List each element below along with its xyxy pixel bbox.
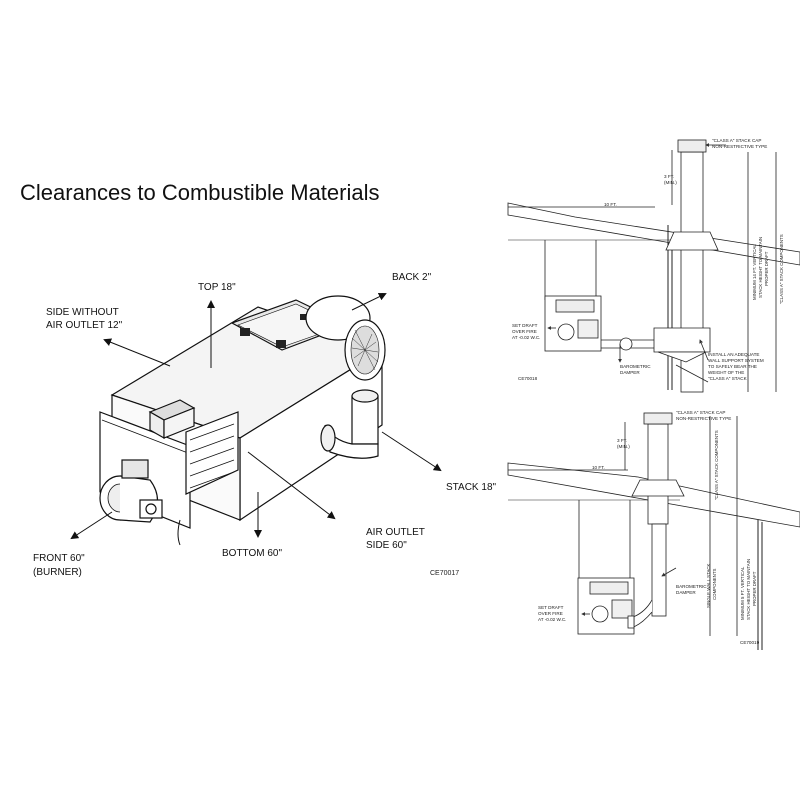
clearance-arrows bbox=[70, 293, 442, 540]
top-stack-cap-label-1: "CLASS A" STACK CAP bbox=[712, 138, 762, 143]
top-barometric-1: BAROMETRIC bbox=[620, 364, 651, 369]
top-height-min: (MIN.) bbox=[664, 180, 677, 185]
oil-burner bbox=[99, 459, 181, 546]
air-outlet-louvers bbox=[185, 411, 239, 495]
top-wall-support-3: TO SAFELY BEAR THE bbox=[708, 364, 757, 369]
top-vertical-stack-2: STACK HEIGHT TO MAINTAIN bbox=[758, 236, 763, 298]
top-wall-support-4: WEIGHT OF THE bbox=[708, 370, 745, 375]
back-clearance-label: BACK 2" bbox=[392, 272, 432, 283]
front-clearance-label-line2: (BURNER) bbox=[33, 567, 82, 578]
top-figure-code: CE70018 bbox=[518, 376, 538, 381]
front-arrow bbox=[70, 511, 113, 540]
bottom-class-a-components: "CLASS A" STACK COMPONENTS bbox=[714, 430, 719, 500]
bottom-vertical-stack-2: STACK HEIGHT TO MAINTAIN bbox=[746, 558, 751, 620]
top-set-draft-3: AT -0.02 W.C. bbox=[512, 335, 541, 340]
bottom-installation-detail bbox=[507, 412, 800, 650]
top-stack-cap-label-2: NON-RESTRICTIVE TYPE bbox=[712, 144, 768, 149]
bottom-clearance-label: BOTTOM 60" bbox=[222, 548, 283, 559]
side-clearance-label-line1: SIDE WITHOUT bbox=[46, 307, 119, 318]
top-installation-detail bbox=[507, 139, 800, 393]
air-outlet-label-line2: SIDE 60" bbox=[366, 540, 407, 551]
top-set-draft-2: OVER FIRE bbox=[512, 329, 537, 334]
top-barometric-2: DAMPER bbox=[620, 370, 640, 375]
bottom-height-min: (MIN.) bbox=[617, 444, 630, 449]
top-wall-support-2: WALL SUPPORT SYSTEM bbox=[708, 358, 764, 363]
stack-clearance-label: STACK 18" bbox=[446, 482, 497, 493]
bottom-vertical-stack-3: PROPER DRAFT bbox=[752, 571, 757, 606]
bottom-stack-cap-label-2: NON-RESTRICTIVE TYPE bbox=[676, 416, 732, 421]
front-clearance-label-line1: FRONT 60" bbox=[33, 553, 85, 564]
air-outlet-label-line1: AIR OUTLET bbox=[366, 527, 425, 538]
air-outlet-arrow bbox=[247, 451, 336, 520]
top-class-a-components: "CLASS A" STACK COMPONENTS bbox=[779, 234, 784, 304]
bottom-set-draft-2: OVER FIRE bbox=[538, 611, 563, 616]
roof-line bbox=[507, 202, 800, 266]
top-clearance-label: TOP 18" bbox=[198, 282, 236, 293]
bottom-set-draft-1: SET DRAFT bbox=[538, 605, 564, 610]
top-wall-support-5: "CLASS A" STACK bbox=[708, 376, 747, 381]
main-heater-illustration bbox=[99, 295, 386, 546]
stack-elbow bbox=[320, 389, 379, 459]
bottom-barometric-2: DAMPER bbox=[676, 590, 696, 595]
main-figure-code: CE70017 bbox=[430, 570, 460, 577]
bottom-stack bbox=[647, 423, 669, 525]
bottom-distance-10ft: 10 FT. bbox=[592, 465, 605, 470]
side-arrow bbox=[103, 338, 171, 367]
bottom-set-draft-3: AT -0.02 W.C. bbox=[538, 617, 567, 622]
bottom-single-wall-2: COMPONENTS bbox=[712, 568, 717, 600]
bottom-height-3ft: 3 FT. bbox=[617, 438, 628, 443]
back-arrow bbox=[351, 293, 387, 311]
page-title: Clearances to Combustible Materials bbox=[20, 180, 380, 205]
top-wall-support-1: INSTALL AN ADEQUATE bbox=[708, 352, 760, 357]
stack-arrow bbox=[381, 431, 442, 472]
bottom-barometric-1: BAROMETRIC bbox=[676, 584, 707, 589]
top-set-draft-1: SET DRAFT bbox=[512, 323, 538, 328]
top-distance-10ft: 10 FT. bbox=[604, 202, 617, 207]
top-vertical-stack-1: MINIMUM 14 FT. VERTICAL bbox=[752, 244, 757, 300]
side-clearance-label-line2: AIR OUTLET 12" bbox=[46, 320, 123, 331]
top-height-3ft: 3 FT. bbox=[664, 174, 675, 179]
top-vertical-stack-3: PROPER DRAFT bbox=[764, 251, 769, 286]
bottom-stack-cap-label-1: "CLASS A" STACK CAP bbox=[676, 410, 726, 415]
bottom-vertical-stack-1: MINIMUM 5 FT. VERTICAL bbox=[740, 566, 745, 620]
bottom-figure-code: CE70019 bbox=[740, 640, 760, 645]
